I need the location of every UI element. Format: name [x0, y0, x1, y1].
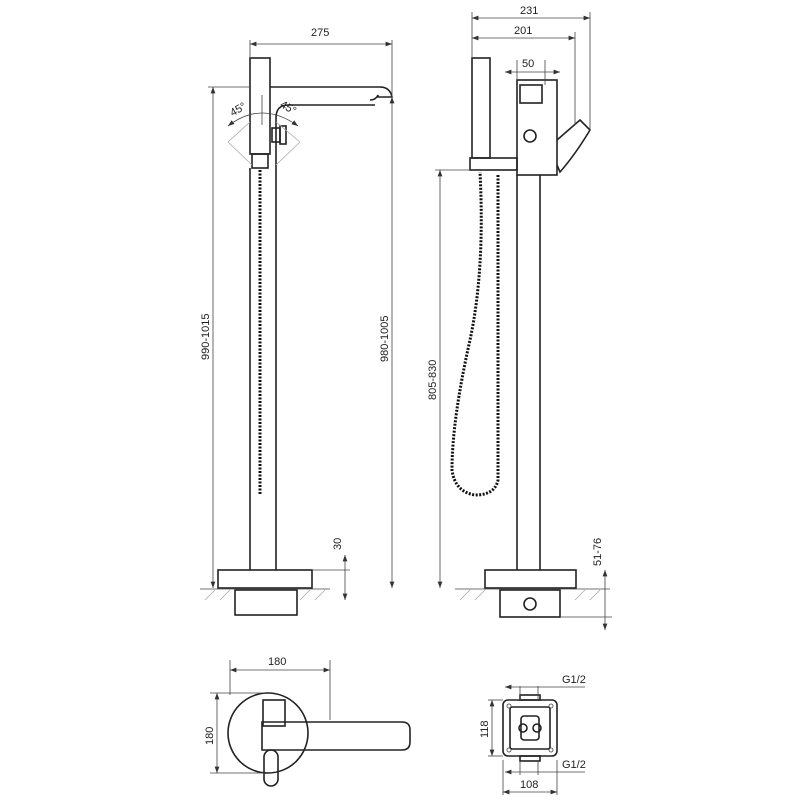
- mounting-box-view: G1/2 G1/2 118 108: [479, 674, 586, 795]
- dim-180-width: 180: [268, 656, 286, 668]
- base-plate: [217, 569, 313, 589]
- shower-holder: [469, 157, 518, 171]
- lever-handle: [556, 118, 592, 174]
- base-plate: [484, 569, 577, 589]
- dim-108: 108: [520, 779, 538, 791]
- front-view: 231 201 50 805-830 51-76: [427, 5, 612, 630]
- dim-118: 118: [479, 720, 491, 738]
- floor-box: [499, 589, 561, 618]
- hand-shower: [471, 57, 491, 159]
- dim-50: 50: [522, 58, 534, 70]
- dim-275: 275: [311, 27, 329, 39]
- dim-805-830: 805-830: [427, 360, 439, 400]
- hose: [450, 171, 500, 497]
- rosette: [227, 692, 309, 774]
- floor-box: [234, 589, 298, 616]
- dim-51-76: 51-76: [592, 538, 604, 566]
- mounting-box: [502, 699, 558, 757]
- dim-180-depth: 180: [204, 727, 216, 745]
- side-view: 45° 45° 275 990-1015 980-1005 30: [200, 27, 395, 616]
- inlet-bottom-label: G1/2: [562, 759, 586, 771]
- mixer-body: [516, 79, 558, 176]
- dim-30: 30: [332, 538, 344, 550]
- dim-231: 231: [520, 5, 538, 17]
- hand-shower: [249, 57, 271, 155]
- dim-980-1005: 980-1005: [379, 316, 391, 363]
- top-view: 180 180: [204, 656, 411, 787]
- dim-201: 201: [514, 25, 532, 37]
- spout-top: [261, 721, 411, 751]
- inlet-top-label: G1/2: [562, 674, 586, 686]
- spout: [275, 104, 375, 570]
- dim-990-1015: 990-1015: [200, 314, 212, 361]
- angle-right-label: 45°: [278, 99, 298, 118]
